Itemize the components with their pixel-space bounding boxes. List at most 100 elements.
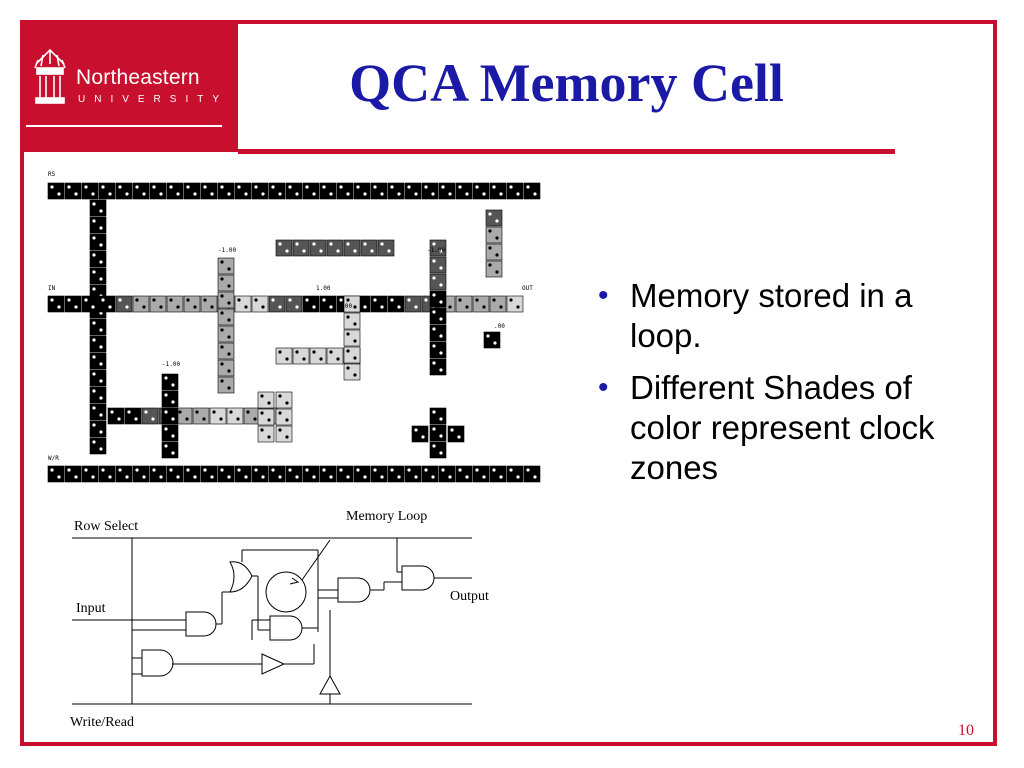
qca-dot (99, 328, 103, 332)
qca-dot (495, 236, 499, 240)
qca-dot (227, 301, 231, 305)
qca-dot (220, 328, 224, 332)
qca-dot (176, 192, 180, 196)
qca-cell (343, 346, 361, 364)
qca-dot (353, 339, 357, 343)
qca-dot (99, 447, 103, 451)
qca-cell (115, 295, 133, 313)
qca-dot (164, 393, 168, 397)
qca-dot (346, 192, 350, 196)
qca-dot (390, 298, 394, 302)
qca-dot (118, 468, 122, 472)
qca-cell (107, 407, 125, 425)
qca-dot (220, 294, 224, 298)
memory-cell-schematic: Row Select Memory Loop Input Output Writ… (70, 509, 489, 730)
qca-cell (483, 331, 501, 349)
qca-dot (220, 185, 224, 189)
qca-dot (210, 305, 214, 309)
qca-dot (118, 185, 122, 189)
qca-cell (472, 182, 490, 200)
qca-dot (244, 192, 248, 196)
qca-cell (421, 465, 439, 483)
qca-dot (353, 305, 357, 309)
qca-dot (499, 305, 503, 309)
qca-cell (257, 391, 275, 409)
qca-cell (81, 465, 99, 483)
qca-cell-layout-figure: RS IN OUT W/R -1.00 -1.00 1.00 -1.00 -1.… (47, 171, 541, 483)
qca-dot (151, 417, 155, 421)
qca-dot (91, 305, 95, 309)
qca-dot (329, 350, 333, 354)
qca-cell (89, 199, 107, 217)
qca-dot (169, 185, 173, 189)
qca-dot (159, 475, 163, 479)
qca-dot (152, 298, 156, 302)
and-gate-input (185, 611, 217, 637)
qca-cell (309, 239, 327, 257)
qca-cell (285, 465, 303, 483)
qca-dot (67, 298, 71, 302)
qca-dot (135, 468, 139, 472)
qca-dot (135, 185, 139, 189)
qca-dot (439, 300, 443, 304)
qca-dot (169, 468, 173, 472)
qca-cell (455, 465, 473, 483)
qca-cell (506, 182, 524, 200)
qca-dot (465, 192, 469, 196)
qca-dot (176, 305, 180, 309)
qca-dot (227, 386, 231, 390)
qca-dot (220, 362, 224, 366)
qca-dot (322, 468, 326, 472)
qca-dot (516, 475, 520, 479)
qca-dot (295, 192, 299, 196)
qca-dot (171, 417, 175, 421)
qca-cell (387, 465, 405, 483)
qca-dot (74, 192, 78, 196)
qca-cell (506, 465, 524, 483)
qca-dot (486, 334, 490, 338)
qca-dot (267, 401, 271, 405)
qca-dot (84, 468, 88, 472)
qca-dot (516, 305, 520, 309)
qca-dot (159, 192, 163, 196)
qca-dot (227, 369, 231, 373)
qca-label-in: IN (48, 285, 56, 292)
qca-dot (493, 341, 497, 345)
qca-dot (390, 185, 394, 189)
qca-label-partial: .00 (494, 323, 505, 330)
qca-dot (186, 185, 190, 189)
qca-cell (81, 295, 99, 313)
qca-dot (441, 468, 445, 472)
qca-cell (192, 407, 210, 425)
qca-cell (485, 209, 503, 227)
qca-cell (343, 329, 361, 347)
qca-label-fixed-neg1-c: -1.00 (334, 303, 352, 310)
qca-dot (295, 350, 299, 354)
qca-dot (533, 192, 537, 196)
qca-cell (166, 182, 184, 200)
and-gate-write (141, 649, 174, 677)
qca-dot (495, 219, 499, 223)
qca-dot (516, 192, 520, 196)
qca-cell (132, 182, 150, 200)
qca-cell (47, 182, 65, 200)
qca-dot (74, 305, 78, 309)
qca-dot (424, 468, 428, 472)
qca-dot (108, 475, 112, 479)
qca-dot (312, 242, 316, 246)
qca-dot (92, 219, 96, 223)
qca-dot (295, 242, 299, 246)
qca-dot (99, 379, 103, 383)
qca-cell (217, 359, 235, 377)
qca-dot (164, 444, 168, 448)
qca-dot (57, 305, 61, 309)
qca-dot (312, 350, 316, 354)
qca-dot (495, 253, 499, 257)
qca-cell (89, 216, 107, 234)
qca-dot (261, 305, 265, 309)
qca-cell (489, 465, 507, 483)
qca-cell (429, 273, 447, 291)
qca-dot (329, 305, 333, 309)
qca-dot (84, 298, 88, 302)
qca-dot (526, 468, 530, 472)
